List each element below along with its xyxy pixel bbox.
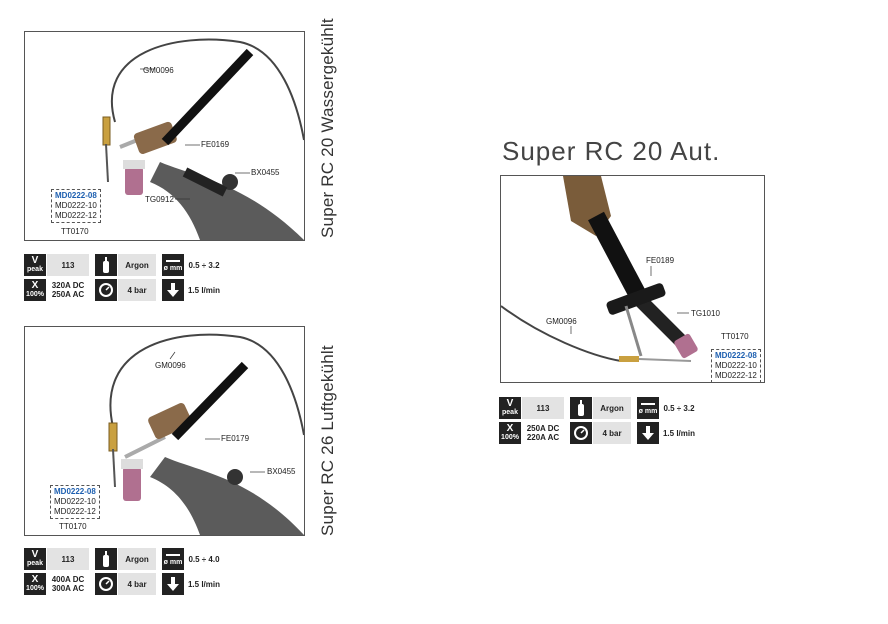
- spec-flow: 1.5 l/min: [662, 428, 695, 438]
- spec-diameter: 0.5 ÷ 3.2: [188, 260, 220, 270]
- flow-down-icon: [637, 422, 659, 444]
- spec-flow: 1.5 l/min: [187, 285, 220, 295]
- label-button: BX0455: [267, 467, 296, 476]
- gas-bottle-icon: [95, 254, 117, 276]
- spec-diameter: 0.5 ÷ 4.0: [188, 554, 220, 564]
- callout-item: MD0222-12: [55, 211, 97, 220]
- pressure-gauge-icon: [95, 279, 117, 301]
- label-hose: GM0096: [155, 361, 186, 370]
- spec-flow: 1.5 l/min: [187, 579, 220, 589]
- electrode-callout: MD0222-08 MD0222-10 MD0222-12: [51, 189, 101, 223]
- torch-image-panel-3: FE0189 TG1010 GM0096 TT0170 MD0222-08 MD…: [500, 175, 765, 383]
- callout-item: MD0222-12: [54, 507, 96, 516]
- spec-v-peak: 113: [47, 254, 89, 276]
- label-tungsten: TT0170: [61, 227, 89, 236]
- spec-diameter: 0.5 ÷ 3.2: [663, 403, 695, 413]
- diameter-icon: ø mm: [637, 397, 659, 419]
- label-handle: TG0912: [145, 195, 174, 204]
- label-tungsten: TT0170: [721, 332, 749, 341]
- product-title-3: Super RC 20 Aut.: [502, 136, 721, 166]
- label-tungsten: TT0170: [59, 522, 87, 531]
- label-button: BX0455: [251, 168, 280, 177]
- callout-item: MD0222-08: [715, 351, 757, 360]
- spec-gas: Argon: [593, 397, 631, 419]
- label-head: FE0179: [221, 434, 250, 443]
- callout-item: MD0222-10: [715, 361, 757, 370]
- callout-item: MD0222-12: [715, 371, 757, 380]
- pressure-gauge-icon: [570, 422, 592, 444]
- spec-pressure: 4 bar: [593, 422, 631, 444]
- torch-image-panel-2: GM0096 FE0179 BX0455 MD0222-08 MD0222-10…: [24, 326, 305, 536]
- spec-pressure: 4 bar: [118, 573, 156, 595]
- electrode-callout: MD0222-08 MD0222-10 MD0222-12: [711, 349, 761, 382]
- spec-v-peak: 113: [522, 397, 564, 419]
- electrode-callout: MD0222-08 MD0222-10 MD0222-12: [50, 485, 100, 519]
- flow-down-icon: [162, 279, 184, 301]
- spec-gas: Argon: [118, 548, 156, 570]
- torch-image-panel-1: GM0096 FE0169 BX0455 TG0912 MD0222-08 MD…: [24, 31, 305, 241]
- label-hose: GM0096: [143, 66, 174, 75]
- gas-bottle-icon: [570, 397, 592, 419]
- torch-illustration-2: [108, 333, 304, 535]
- callout-item: MD0222-10: [54, 497, 96, 506]
- torch-illustration-3: [501, 176, 698, 362]
- callout-item: MD0222-08: [55, 191, 97, 200]
- spec-gas: Argon: [118, 254, 156, 276]
- label-holder: TG1010: [691, 309, 720, 318]
- flow-down-icon: [162, 573, 184, 595]
- callout-item: MD0222-10: [55, 201, 97, 210]
- label-head: FE0189: [646, 256, 675, 265]
- spec-v-peak: 113: [47, 548, 89, 570]
- product-title-2: Super RC 26 Luftgekühlt: [318, 345, 337, 536]
- diameter-icon: ø mm: [162, 254, 184, 276]
- pressure-gauge-icon: [95, 573, 117, 595]
- product-title-1: Super RC 20 Wassergekühlt: [318, 18, 337, 238]
- torch-illustration-1: [102, 38, 304, 240]
- label-hose: GM0096: [546, 317, 577, 326]
- label-head: FE0169: [201, 140, 230, 149]
- callout-item: MD0222-08: [54, 487, 96, 496]
- gas-bottle-icon: [95, 548, 117, 570]
- diameter-icon: ø mm: [162, 548, 184, 570]
- spec-pressure: 4 bar: [118, 279, 156, 301]
